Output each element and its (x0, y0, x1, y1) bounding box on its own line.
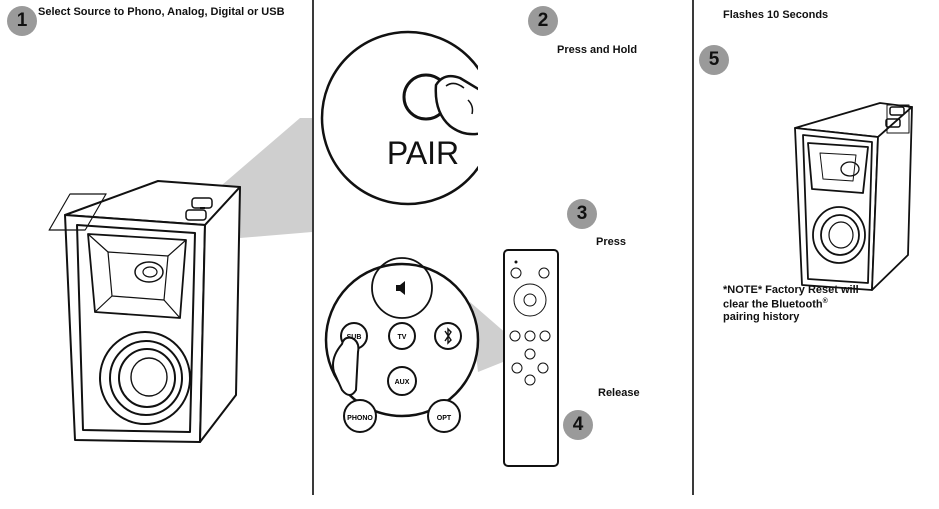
step-2-text: Press and Hold (557, 44, 638, 56)
note-line-1: *NOTE* Factory Reset will (723, 284, 859, 296)
remote-control (503, 249, 559, 467)
svg-text:AUX: AUX (395, 379, 410, 386)
opt-button (427, 399, 461, 433)
step-1-badge: 1 (7, 6, 37, 36)
svg-text:SUB: SUB (347, 334, 362, 341)
speaker-large (48, 180, 241, 443)
svg-text:OPT: OPT (437, 415, 452, 422)
factory-reset-note: *NOTE* Factory Reset will clear the Blue… (723, 284, 859, 323)
step-3-badge: 3 (567, 199, 597, 229)
divider-right (692, 0, 694, 495)
step-1-text: Select Source to Phono, Analog, Digital … (38, 6, 285, 18)
step-5-text: Flashes 10 Seconds (723, 9, 829, 21)
aux-button (387, 366, 417, 396)
pair-label: PAIR (387, 135, 459, 171)
remote-illustration: SUB TV AUX PHONO OPT (324, 249, 559, 467)
note-line-2: clear the Bluetooth® (723, 298, 828, 311)
step-4-badge: 4 (563, 410, 593, 440)
finger-sub (332, 336, 360, 396)
speaker-small-illustration (794, 102, 913, 291)
svg-text:TV: TV (398, 334, 407, 341)
tv-button (388, 322, 416, 350)
zoom-cone (222, 118, 312, 238)
speaker-volume-icon (396, 281, 405, 295)
step-3-text: Press (596, 236, 626, 248)
phono-button (343, 399, 377, 433)
finger-press (434, 74, 478, 136)
svg-text:PHONO: PHONO (347, 415, 373, 422)
step-2-badge: 2 (528, 6, 558, 36)
pair-button-zoom: PAIR (320, 30, 478, 206)
divider-left (312, 0, 314, 495)
remote-zoom-cone (470, 302, 508, 372)
step-4-text: Release (598, 387, 640, 399)
note-line-3: pairing history (723, 310, 800, 323)
step-5-badge: 5 (699, 45, 729, 75)
registered-mark: ® (822, 298, 828, 305)
bluetooth-icon (444, 327, 452, 345)
speaker-zoom-illustration (48, 118, 312, 443)
